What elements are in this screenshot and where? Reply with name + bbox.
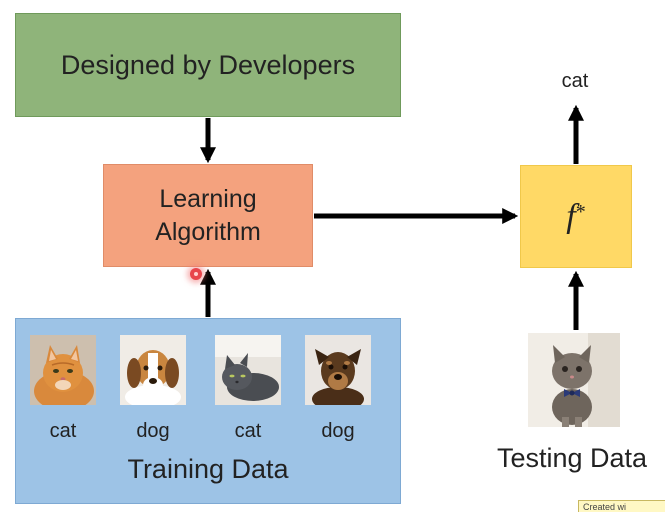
training-image-brown-dog bbox=[305, 335, 371, 405]
training-image-gray-cat bbox=[215, 335, 281, 405]
algorithm-label-line2: Algorithm bbox=[155, 217, 261, 246]
pointer-indicator bbox=[190, 268, 202, 280]
training-image-orange-cat bbox=[30, 335, 96, 405]
function-box: f* bbox=[520, 165, 632, 268]
developers-box: Designed by Developers bbox=[15, 13, 401, 117]
orange-cat-illustration bbox=[30, 335, 96, 405]
brown-dog-illustration bbox=[305, 335, 371, 405]
learning-algorithm-box: Learning Algorithm bbox=[103, 164, 313, 267]
training-image-beagle bbox=[120, 335, 186, 405]
algorithm-label-line1: Learning bbox=[159, 184, 257, 213]
testing-image-kitten bbox=[528, 333, 620, 427]
kitten-illustration bbox=[528, 333, 620, 427]
function-symbol: f bbox=[566, 197, 576, 235]
gray-cat-illustration bbox=[215, 335, 281, 405]
testing-data-title: Testing Data bbox=[496, 443, 648, 473]
training-label-4: dog bbox=[321, 420, 355, 442]
beagle-illustration bbox=[120, 335, 186, 405]
output-label: cat bbox=[561, 70, 589, 92]
training-label-3: cat bbox=[234, 420, 262, 442]
training-data-title: Training Data bbox=[127, 454, 289, 484]
function-superscript: * bbox=[575, 201, 586, 223]
tooltip-fragment: Created wi bbox=[578, 500, 665, 512]
training-label-1: cat bbox=[49, 420, 77, 442]
developers-label: Designed by Developers bbox=[60, 49, 356, 80]
training-label-2: dog bbox=[136, 420, 170, 442]
